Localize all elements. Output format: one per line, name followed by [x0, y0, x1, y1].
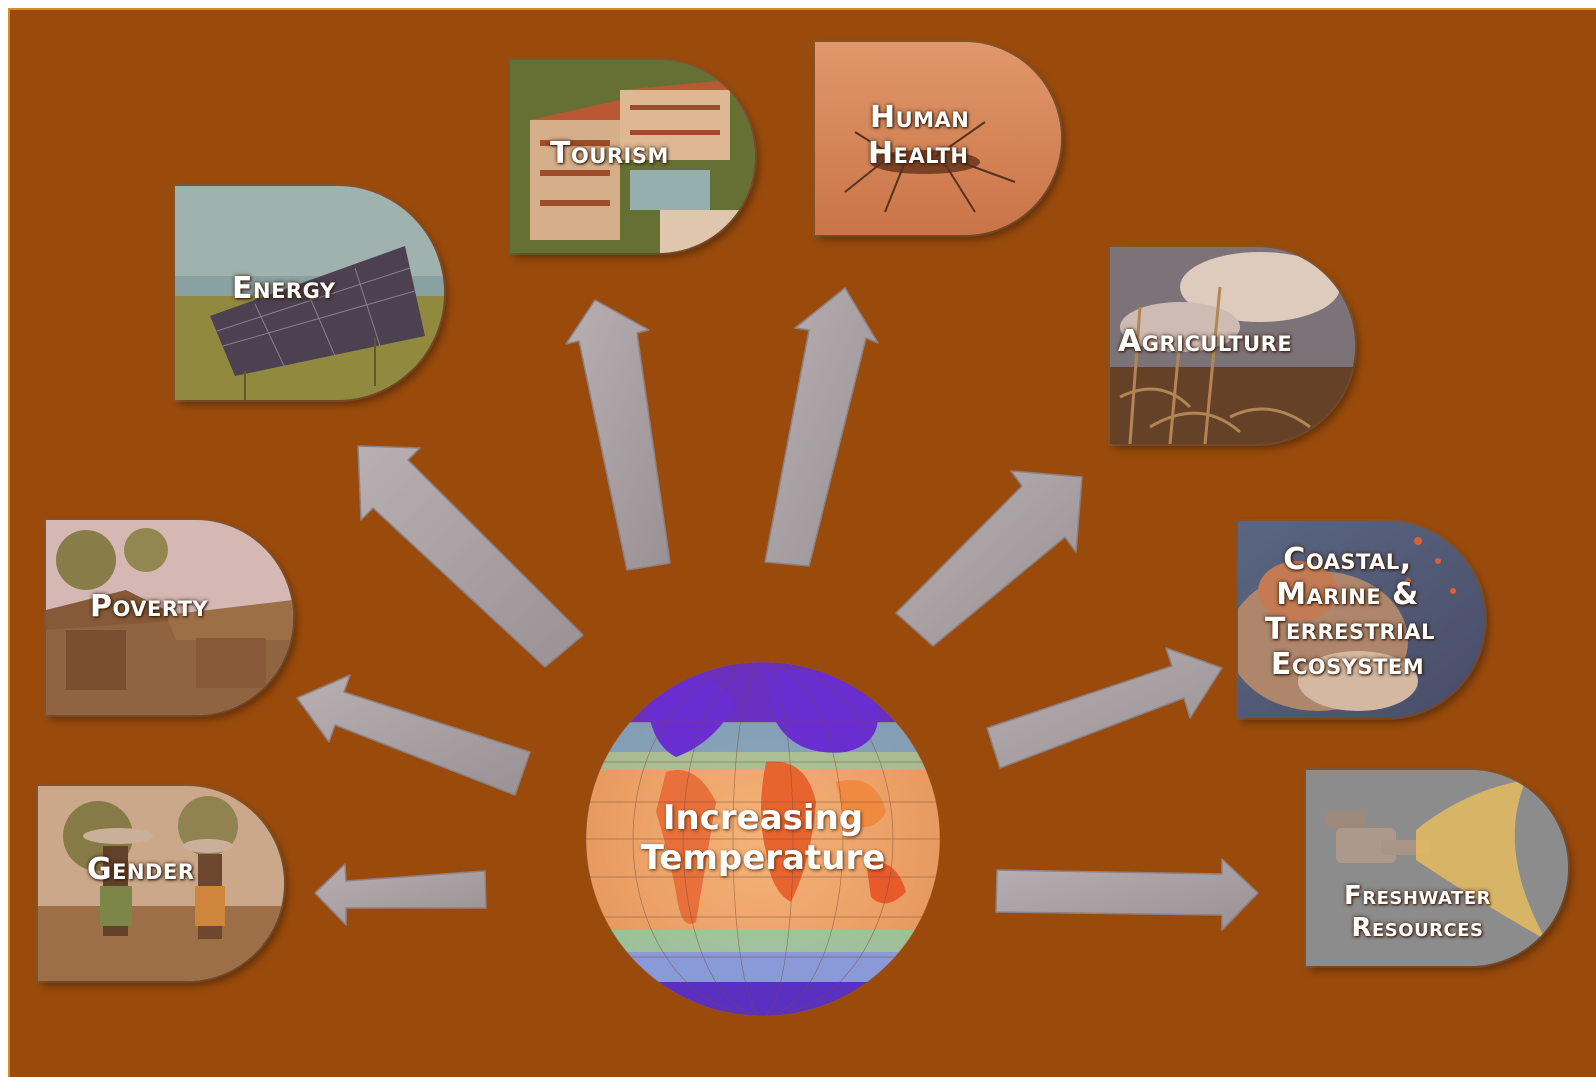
coral-reef-image: [1238, 521, 1485, 718]
poverty-label: Poverty: [90, 589, 209, 624]
drought-crop-image: [1110, 247, 1355, 444]
coastal-tint: [1238, 521, 1485, 718]
health-tint: [815, 42, 1061, 235]
arrow-to-poverty: [296, 674, 531, 796]
water-tap-image: [1306, 770, 1568, 966]
freshwater-label-line2: Resources: [1351, 913, 1484, 943]
agriculture-label: Agriculture: [1118, 324, 1293, 359]
tourism-tint: [510, 60, 755, 253]
energy-label: Energy: [232, 271, 336, 306]
arrow-to-coastal: [986, 647, 1223, 769]
agriculture-tile: [1110, 247, 1355, 444]
women-carrying-water-image: [38, 786, 284, 981]
poverty-tile: [46, 520, 293, 715]
center-label-line1: Increasing: [662, 798, 864, 838]
energy-tile: [175, 186, 444, 400]
gender-tint: [38, 786, 284, 981]
arrow-to-energy: [357, 445, 584, 668]
freshwater-label-line1: Freshwater: [1344, 881, 1491, 911]
solar-panel-image: [175, 186, 444, 400]
arrow-to-freshwater: [995, 858, 1259, 931]
gender-tile: [38, 786, 284, 981]
tourism-label: Tourism: [550, 136, 669, 171]
arrow-to-tourism: [565, 299, 671, 571]
coastal-label-line2: Marine &: [1276, 577, 1419, 612]
mosquito-image: [815, 42, 1061, 235]
agriculture-tint: [1110, 247, 1355, 444]
resort-image: [510, 60, 755, 253]
arrow-to-agriculture: [895, 470, 1083, 647]
coastal-label-line4: Ecosystem: [1270, 647, 1425, 682]
coastal-label-line3: Terrestrial: [1265, 612, 1436, 647]
energy-tint: [175, 186, 444, 400]
arrow-to-gender: [314, 863, 487, 926]
health-label-line2: Health: [868, 136, 969, 171]
coastal-tile: [1238, 521, 1485, 718]
tourism-tile: [510, 60, 755, 253]
freshwater-tile: [1306, 770, 1568, 966]
center-label-line2: Temperature: [640, 838, 886, 878]
freshwater-tint: [1306, 770, 1568, 966]
arrow-to-health: [764, 287, 879, 567]
slum-image: [46, 520, 293, 715]
gender-label: Gender: [87, 852, 195, 887]
health-label-line1: Human: [870, 100, 970, 135]
coastal-label-line1: Coastal,: [1283, 542, 1412, 577]
center-label: Increasing Temperature: [586, 798, 940, 878]
poverty-tint: [46, 520, 293, 715]
health-tile: [815, 42, 1061, 235]
